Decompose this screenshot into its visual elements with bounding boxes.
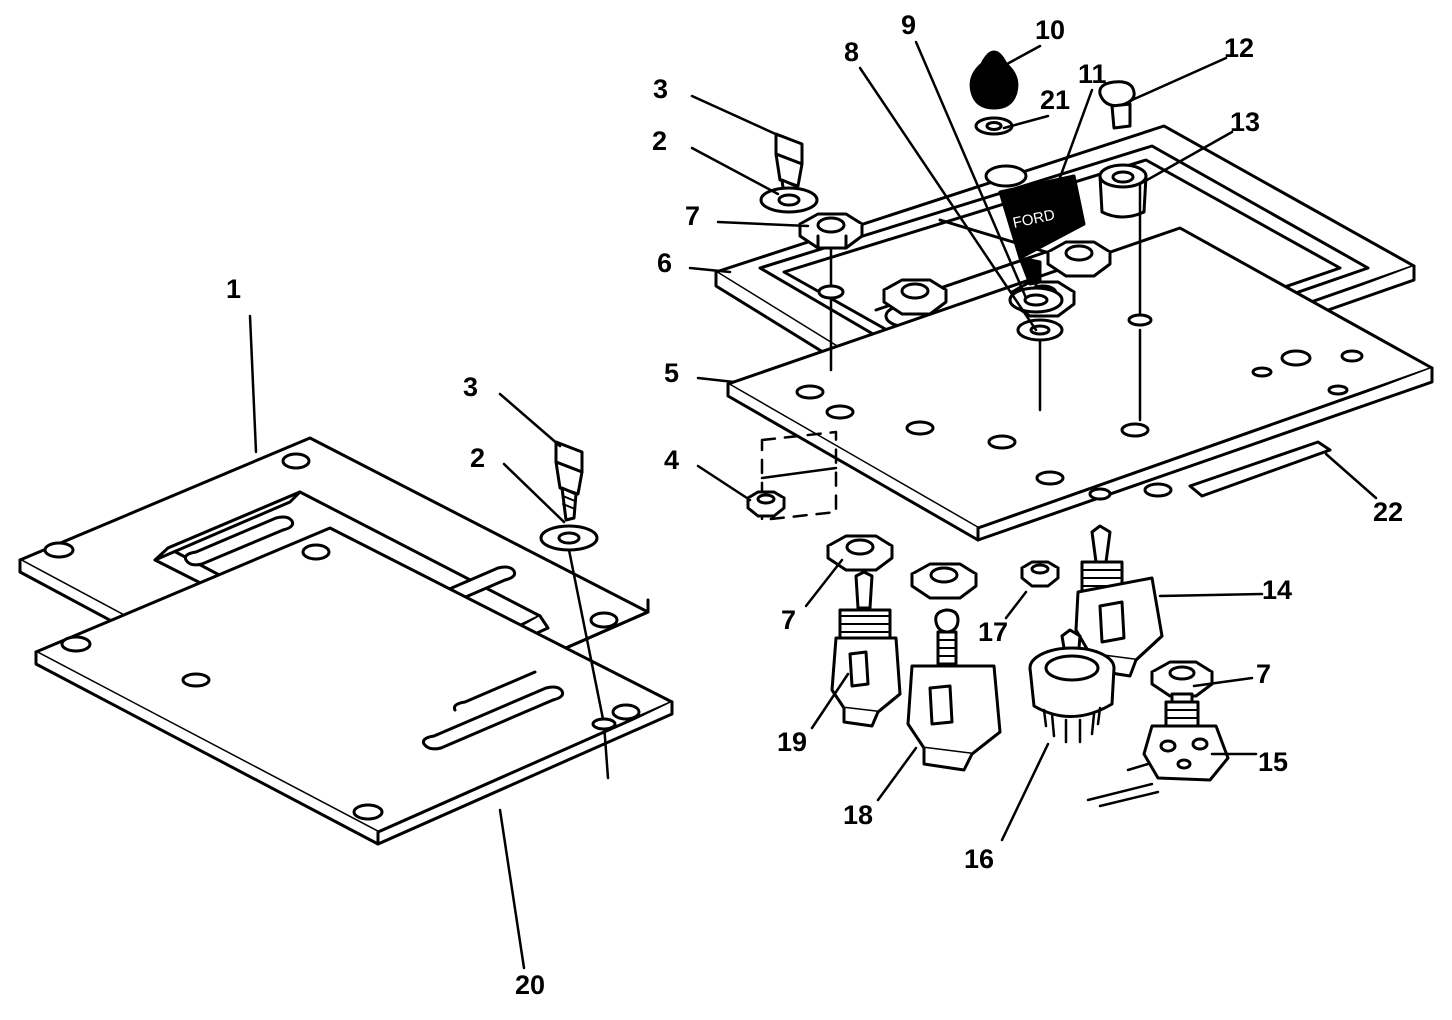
gasket-plate-part-20 (34, 526, 674, 846)
callout-12: 12 (1224, 33, 1255, 63)
switch-part-15 (1086, 692, 1230, 808)
callout-20: 20 (515, 970, 546, 1000)
callout-1: 1 (226, 274, 242, 304)
toggle-switch-part-18 (906, 608, 1002, 772)
callout-11: 11 (1078, 59, 1107, 89)
callout-18: 18 (843, 800, 874, 830)
washer-part-21 (974, 116, 1014, 136)
callout-2a: 2 (652, 126, 668, 156)
callout-16: 16 (964, 844, 995, 874)
toggle-switch-part-19 (830, 570, 902, 728)
callout-2b: 2 (470, 443, 486, 473)
callout-22: 22 (1373, 497, 1404, 527)
callout-5: 5 (664, 358, 680, 388)
mounting-panel-part-5 (726, 226, 1434, 542)
callout-19: 19 (777, 727, 808, 757)
small-nut-part-17 (1020, 560, 1060, 588)
callout-8: 8 (844, 37, 860, 67)
screw-part-3b (554, 440, 584, 522)
callout-7b: 7 (781, 605, 797, 635)
callout-7a: 7 (685, 201, 701, 231)
shift-lever-part-11: FORD (998, 174, 1086, 286)
callout-14: 14 (1262, 575, 1293, 605)
washer-part-2b (539, 524, 599, 552)
knob-part-10 (969, 50, 1019, 110)
callout-3a: 3 (653, 74, 669, 104)
leader-lines (248, 40, 1378, 970)
hex-nut-panel-c (1046, 240, 1112, 278)
callout-13: 13 (1230, 107, 1261, 137)
hex-nut-part-7d (910, 562, 978, 600)
callout-3b: 3 (463, 372, 479, 402)
toggle-switch-part-14 (1074, 524, 1164, 678)
grommet-part-13 (1098, 163, 1148, 219)
callout-9: 9 (901, 10, 917, 40)
ignition-switch-part-16 (1028, 628, 1116, 744)
callout-15: 15 (1258, 747, 1289, 777)
callout-17: 17 (978, 617, 1009, 647)
small-nut-part-4 (746, 490, 786, 518)
callout-6: 6 (657, 248, 673, 278)
hex-nut-panel-b (882, 278, 948, 316)
washer-part-2a (759, 186, 819, 214)
callout-10: 10 (1035, 15, 1066, 45)
callout-7c: 7 (1256, 659, 1272, 689)
plug-part-12 (1098, 80, 1136, 130)
hex-nut-part-7c (1150, 660, 1214, 698)
hex-nut-part-7a (798, 212, 864, 250)
hex-nut-part-7b (826, 534, 894, 572)
callout-21: 21 (1040, 85, 1071, 115)
callout-4: 4 (664, 445, 680, 475)
